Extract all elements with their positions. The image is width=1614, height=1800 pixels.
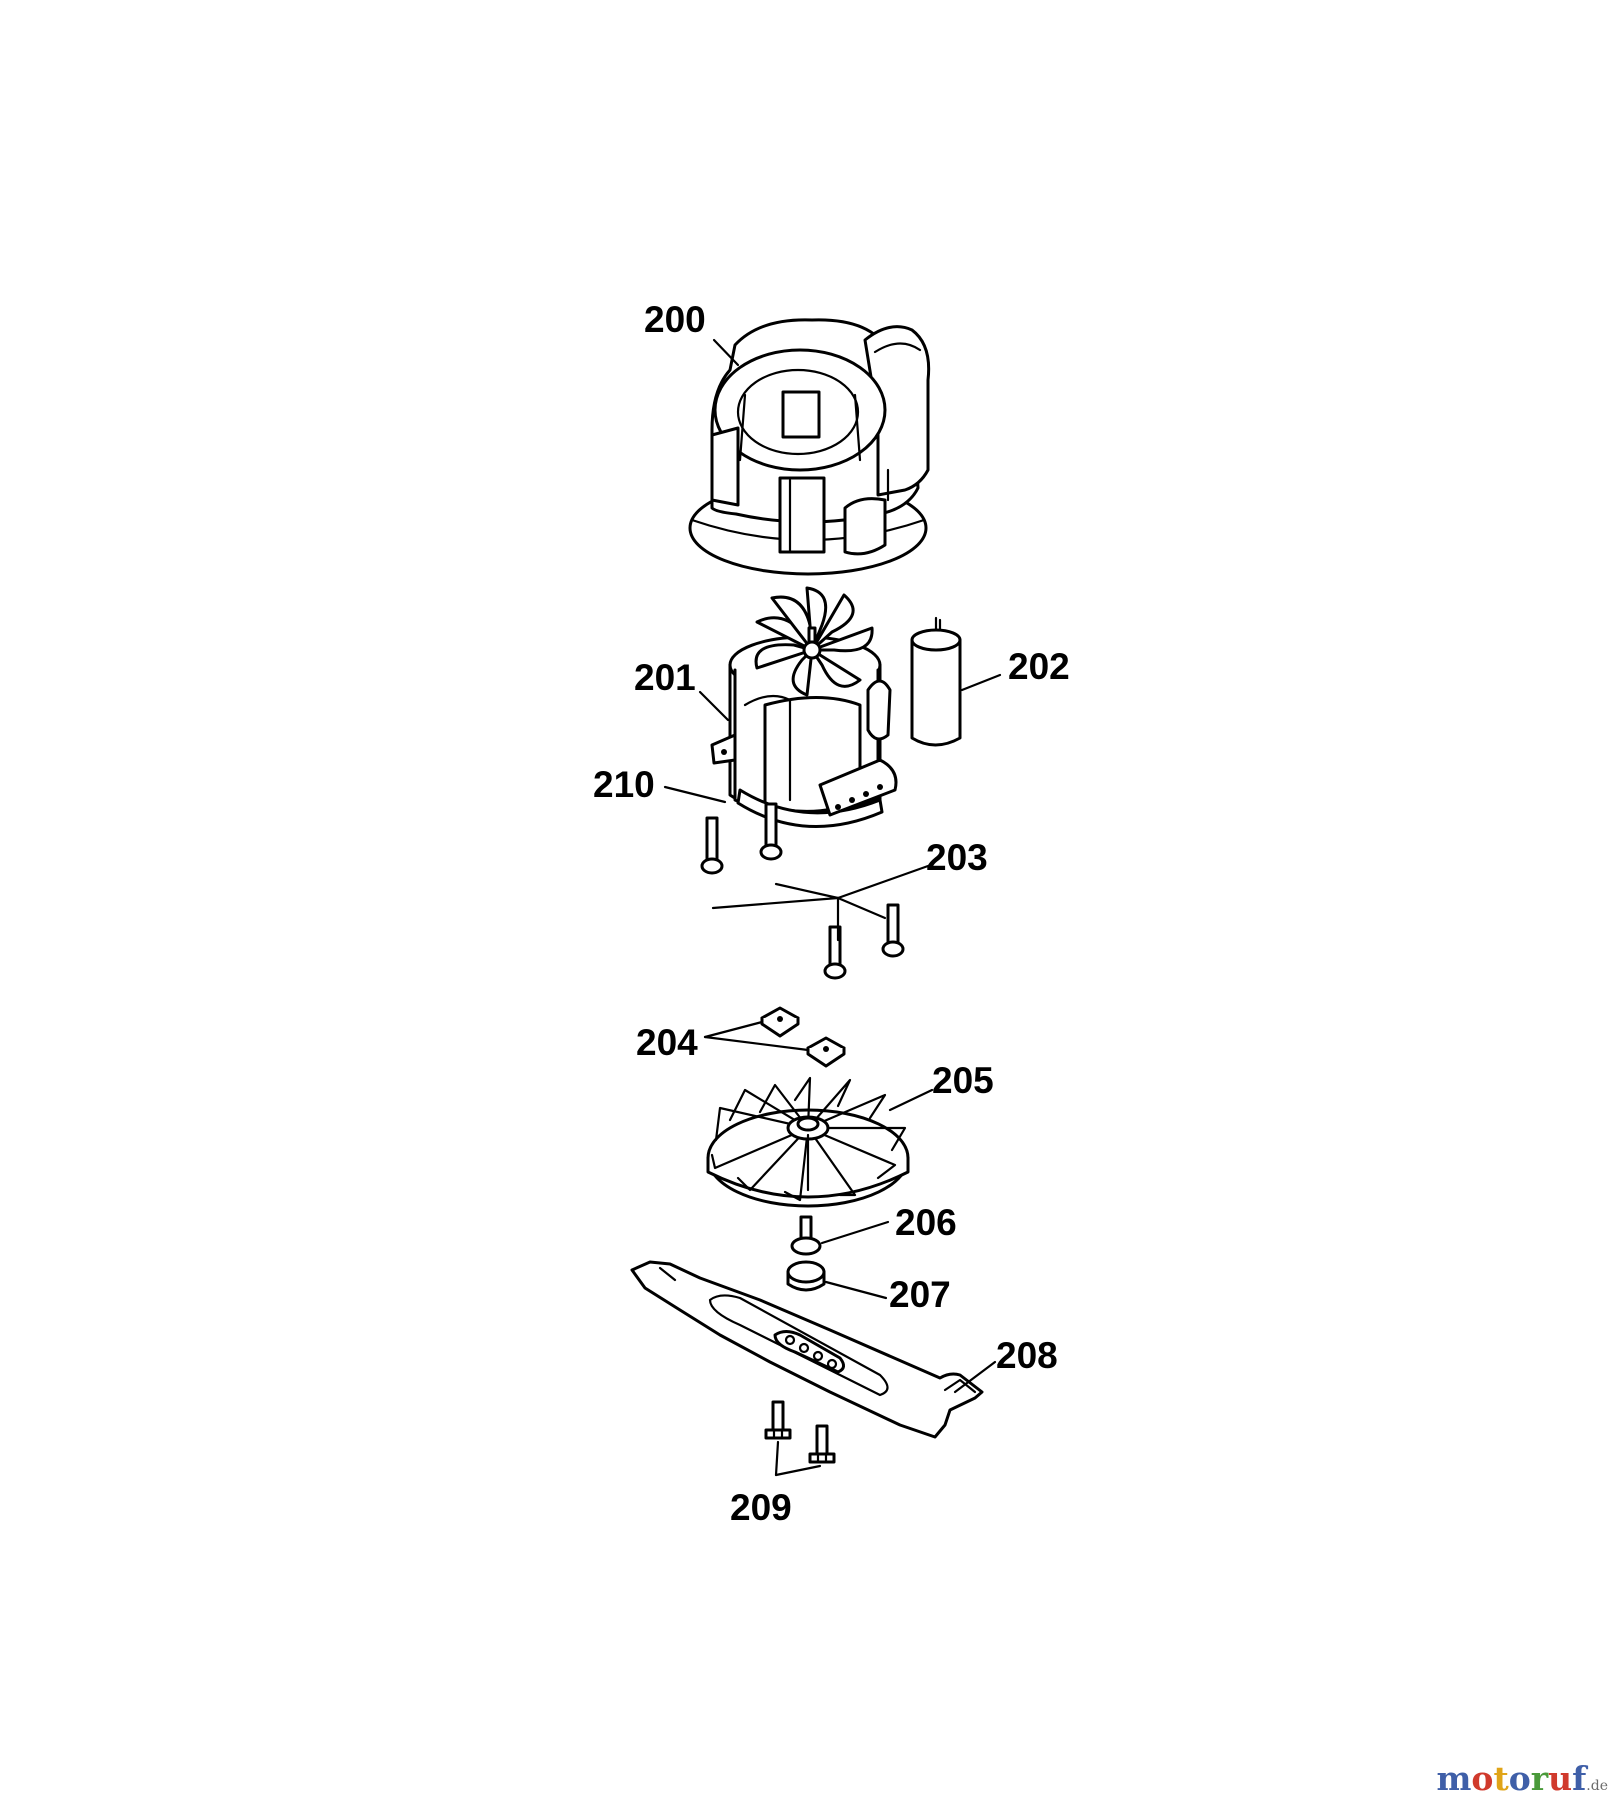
- bolts-209-part: [764, 1400, 836, 1464]
- blade-208-part: [630, 1260, 984, 1439]
- watermark-letter: u: [1548, 1759, 1573, 1798]
- label-210: 210: [593, 764, 655, 805]
- label-207: 207: [889, 1274, 951, 1315]
- capacitor-part: [910, 616, 962, 747]
- watermark-letter: o: [1471, 1759, 1494, 1798]
- label-202: 202: [1008, 646, 1070, 687]
- label-206: 206: [895, 1202, 957, 1243]
- watermark-letter: t: [1493, 1759, 1509, 1798]
- label-204: 204: [636, 1022, 698, 1063]
- watermark-letters: motoruf: [1437, 1759, 1587, 1798]
- label-200: 200: [644, 299, 706, 340]
- screws-203-part: [700, 802, 905, 980]
- motor-housing-part: [688, 318, 931, 576]
- watermark-letter: o: [1508, 1759, 1531, 1798]
- label-209: 209: [730, 1487, 792, 1528]
- watermark-letter: m: [1436, 1759, 1472, 1798]
- nuts-204-part: [760, 1006, 846, 1068]
- watermark-suffix: .de: [1586, 1778, 1608, 1794]
- spacer-207-part: [786, 1260, 826, 1292]
- watermark-letter: f: [1572, 1759, 1587, 1798]
- label-201: 201: [634, 657, 696, 698]
- watermark-letter: r: [1530, 1759, 1549, 1798]
- label-205: 205: [932, 1060, 994, 1101]
- fan-205-part: [706, 1076, 910, 1208]
- screw-206-part: [790, 1215, 822, 1256]
- leader-lines: [663, 338, 1002, 1477]
- label-203: 203: [926, 837, 988, 878]
- label-208: 208: [996, 1335, 1058, 1376]
- motoruf-watermark-logo: motoruf.de: [1437, 1759, 1609, 1798]
- motor-part: [710, 586, 898, 828]
